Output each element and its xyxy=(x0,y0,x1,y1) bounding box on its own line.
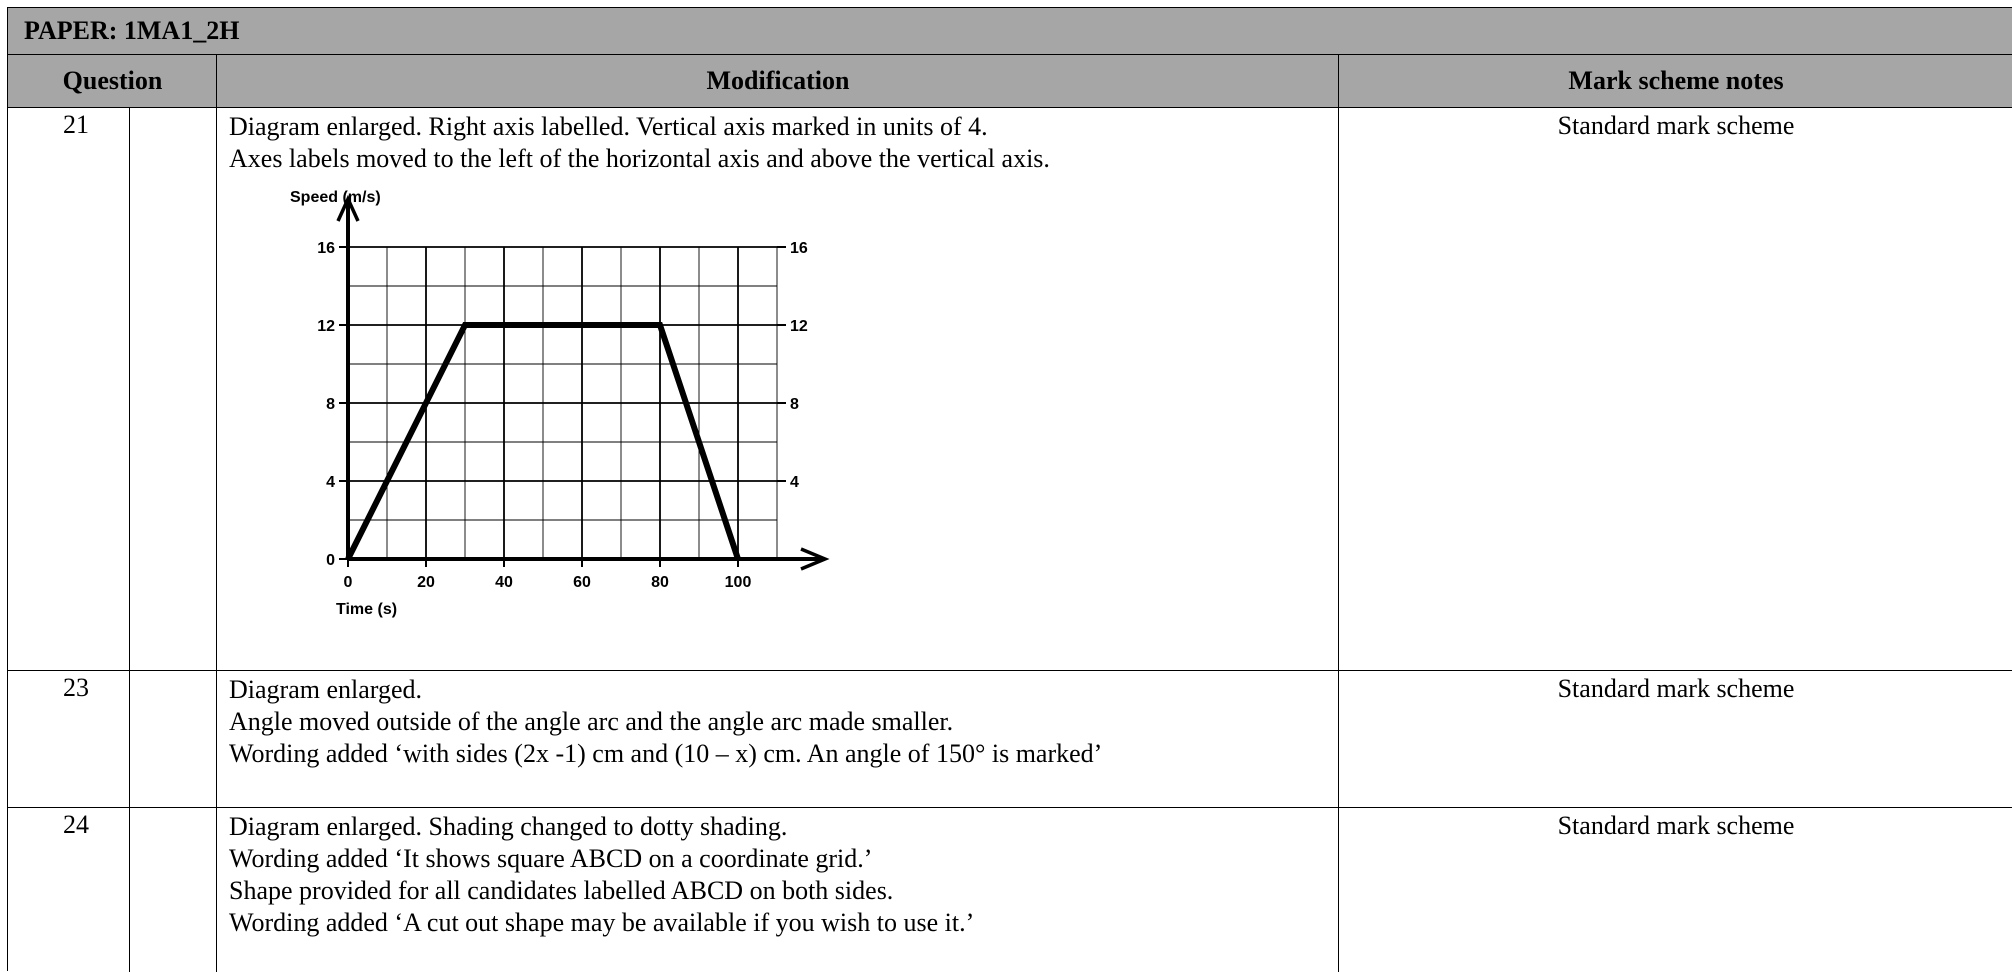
x-tick-label: 80 xyxy=(651,574,669,591)
paper-title: PAPER: 1MA1_2H xyxy=(24,16,240,45)
modification-line: Axes labels moved to the left of the hor… xyxy=(229,144,1050,173)
y-axis-arrow xyxy=(336,194,360,222)
right-y-tick-label: 12 xyxy=(790,318,808,335)
column-header-row: Question Modification Mark scheme notes xyxy=(8,55,2012,108)
x-tick-label: 100 xyxy=(725,574,752,591)
modification-line: Diagram enlarged. Shading changed to dot… xyxy=(229,812,788,841)
column-header-question: Question xyxy=(62,66,163,95)
speed-time-graph: 0 4 8 12 16 4 8 12 16 0 20 40 60 80 100 Speed (m/s) Ti… xyxy=(290,189,830,618)
question-number: 23 xyxy=(63,673,89,702)
y-tick-label: 12 xyxy=(317,318,335,335)
y-tick-label: 8 xyxy=(326,396,335,413)
mark-scheme-note: Standard mark scheme xyxy=(1557,674,1795,703)
question-number: 24 xyxy=(63,810,89,839)
modification-text: Diagram enlarged. Right axis labelled. V… xyxy=(229,111,1050,175)
modification-line: Wording added ‘It shows square ABCD on a… xyxy=(229,844,873,873)
paper-title-bar: PAPER: 1MA1_2H xyxy=(8,8,2012,55)
row-divider xyxy=(8,807,2012,808)
modification-line: Diagram enlarged. xyxy=(229,675,422,704)
modification-line: Diagram enlarged. Right axis labelled. V… xyxy=(229,112,988,141)
y-tick-label: 0 xyxy=(326,552,335,569)
modification-line: Wording added ‘A cut out shape may be av… xyxy=(229,908,975,937)
divider xyxy=(1338,55,1339,972)
modification-text: Diagram enlarged. Shading changed to dot… xyxy=(229,811,974,939)
question-number: 21 xyxy=(63,110,89,139)
x-tick-label: 20 xyxy=(417,574,435,591)
y-tick-label: 16 xyxy=(317,240,335,257)
modification-line: Wording added ‘with sides (2x -1) cm and… xyxy=(229,739,1103,768)
speed-time-line xyxy=(345,322,741,561)
right-y-tick-label: 4 xyxy=(790,474,799,491)
right-y-tick-label: 16 xyxy=(790,240,808,257)
x-tick-label: 60 xyxy=(573,574,591,591)
x-tick-label: 40 xyxy=(495,574,513,591)
x-axis-label: Time (s) xyxy=(336,601,397,618)
column-header-modification: Modification xyxy=(706,66,850,95)
column-header-notes: Mark scheme notes xyxy=(1568,66,1784,95)
x-tick-label: 0 xyxy=(344,574,353,591)
modification-line: Angle moved outside of the angle arc and… xyxy=(229,707,954,736)
x-axis-arrow xyxy=(800,547,830,571)
divider xyxy=(129,108,130,972)
y-tick-label: 4 xyxy=(326,474,335,491)
row-divider xyxy=(8,670,2012,671)
modification-line: Shape provided for all candidates labell… xyxy=(229,876,894,905)
mark-scheme-note: Standard mark scheme xyxy=(1557,811,1795,840)
divider xyxy=(216,55,217,972)
y-axis-label: Speed (m/s) xyxy=(290,189,381,206)
modification-text: Diagram enlarged. Angle moved outside of… xyxy=(229,674,1102,770)
modification-table: PAPER: 1MA1_2H Question Modification Mar… xyxy=(7,7,2012,972)
mark-scheme-note: Standard mark scheme xyxy=(1557,111,1795,140)
right-y-tick-label: 8 xyxy=(790,396,799,413)
